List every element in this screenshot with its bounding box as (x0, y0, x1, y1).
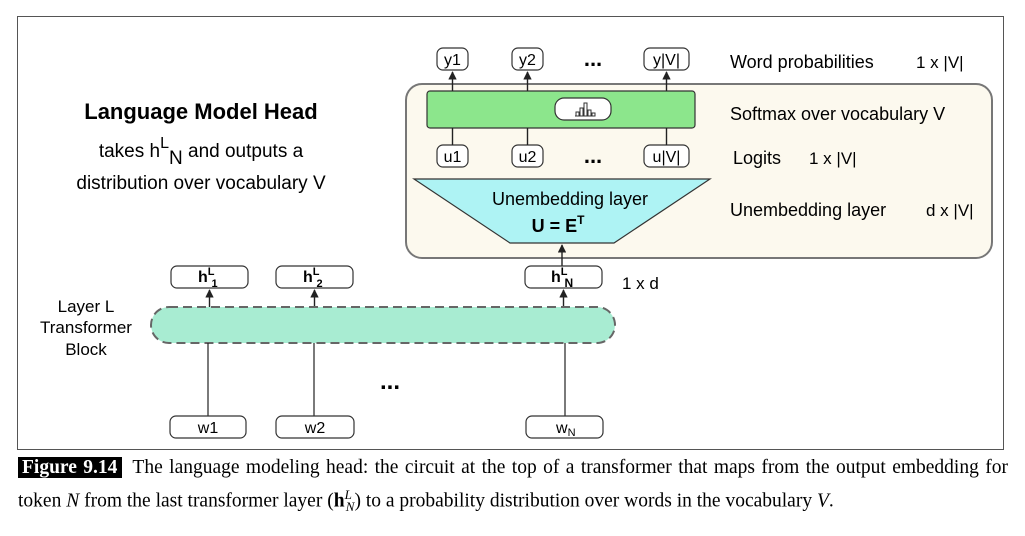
logit-ellipsis: ... (584, 143, 602, 168)
output-y2-node: y2 (511, 47, 544, 71)
block-label-line3: Block (65, 340, 107, 359)
unembedding-dim: d x |V| (926, 201, 974, 220)
figure-label: Figure 9.14 (18, 457, 123, 478)
svg-text:u1: u1 (444, 149, 462, 166)
svg-text:y|V|: y|V| (653, 52, 680, 69)
block-label-line1: Layer L (58, 297, 115, 316)
hidden-dim-label: 1 x d (622, 274, 659, 293)
logits-dim: 1 x |V| (809, 149, 857, 168)
word-probabilities-label: Word probabilities (730, 52, 874, 72)
logits-label: Logits (733, 148, 781, 168)
svg-text:wN: wN (555, 420, 576, 439)
output-yV-node: y|V| (643, 47, 690, 71)
unembedding-layer-shape (412, 178, 712, 244)
softmax-output-arrows (448, 71, 671, 91)
svg-text:u|V|: u|V| (653, 149, 681, 166)
diagram-subtitle-line2: distribution over vocabulary V (76, 173, 326, 194)
input-wN-node: wN (525, 415, 604, 439)
softmax-label: Softmax over vocabulary V (730, 104, 945, 124)
unembedding-equation: U = ET (532, 213, 586, 236)
logit-uV-node: u|V| (643, 144, 690, 168)
diagram-subtitle-line1: takes hLN and outputs a (99, 135, 304, 169)
logit-u2-node: u2 (511, 144, 544, 168)
logit-softmax-lines (451, 128, 668, 145)
input-block-lines (207, 343, 566, 416)
diagram-title: Language Model Head (84, 99, 317, 124)
middle-ellipsis: ... (380, 368, 400, 395)
svg-text:hL2: hL2 (303, 266, 323, 290)
unembedding-layer-label: Unembedding layer (492, 189, 648, 209)
figure-frame (17, 16, 1004, 450)
transformer-block (150, 306, 616, 344)
svg-text:hL1: hL1 (198, 266, 218, 290)
output-y1-node: y1 (436, 47, 469, 71)
output-ellipsis: ... (584, 46, 602, 71)
block-hidden-arrows (205, 289, 568, 307)
block-label-line2: Transformer (40, 318, 132, 337)
word-probabilities-dim: 1 x |V| (916, 53, 964, 72)
svg-text:y1: y1 (444, 52, 461, 69)
input-w1-node: w1 (169, 415, 247, 439)
svg-text:hLN: hLN (551, 266, 573, 290)
svg-text:w1: w1 (197, 420, 219, 437)
histogram-icon (575, 102, 596, 117)
svg-text:w2: w2 (304, 420, 326, 437)
unembedding-side-label: Unembedding layer (730, 200, 886, 220)
logit-u1-node: u1 (436, 144, 469, 168)
svg-text:y2: y2 (519, 52, 536, 69)
input-w2-node: w2 (275, 415, 355, 439)
svg-text:u2: u2 (519, 149, 537, 166)
